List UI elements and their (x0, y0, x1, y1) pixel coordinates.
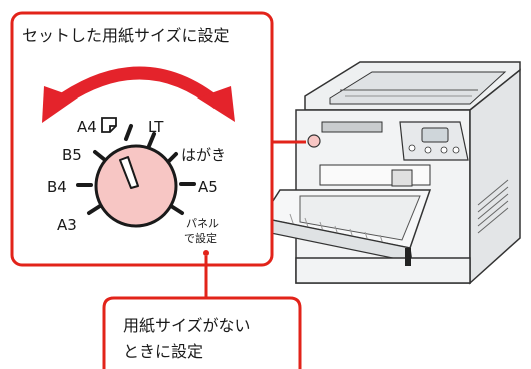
label-hagaki: はがき (181, 146, 226, 164)
lcd-screen (421, 127, 449, 143)
bottom-callout-frame (102, 296, 302, 369)
printer-dial-small (307, 134, 321, 148)
paper-orientation-icon (101, 117, 117, 133)
main-callout-title: セットした用紙サイズに設定 (22, 26, 230, 45)
printer-illustration (260, 61, 521, 285)
label-panel-line1: パネル (186, 217, 219, 230)
bottom-callout: 用紙サイズがない ときに設定 (102, 296, 302, 369)
label-lt: LT (148, 118, 164, 136)
tick-b5 (93, 150, 107, 162)
rotate-arrow-icon (52, 66, 223, 110)
label-b4: B4 (47, 178, 67, 196)
label-a5: A5 (198, 178, 218, 196)
paper-cassette (295, 257, 471, 284)
arrow-head-left (42, 86, 78, 123)
panel-setting-dot (203, 250, 209, 256)
tick-a4 (124, 124, 133, 141)
paper-slot (321, 121, 383, 133)
main-callout-frame (10, 11, 274, 267)
label-a4: A4 (77, 118, 97, 136)
label-panel-line2: で設定 (184, 231, 217, 245)
tick-a3 (87, 204, 102, 215)
main-callout: セットした用紙サイズに設定 A4 (10, 11, 274, 267)
tick-lt (147, 132, 156, 148)
bottom-callout-line2: ときに設定 (123, 342, 203, 361)
dial-pointer (119, 156, 139, 189)
dial (76, 124, 196, 228)
label-a3: A3 (57, 216, 77, 234)
tick-panel (169, 204, 184, 215)
bottom-callout-line1: 用紙サイズがない (123, 316, 251, 335)
arrow-head-right (197, 86, 235, 122)
label-b5: B5 (62, 146, 82, 164)
